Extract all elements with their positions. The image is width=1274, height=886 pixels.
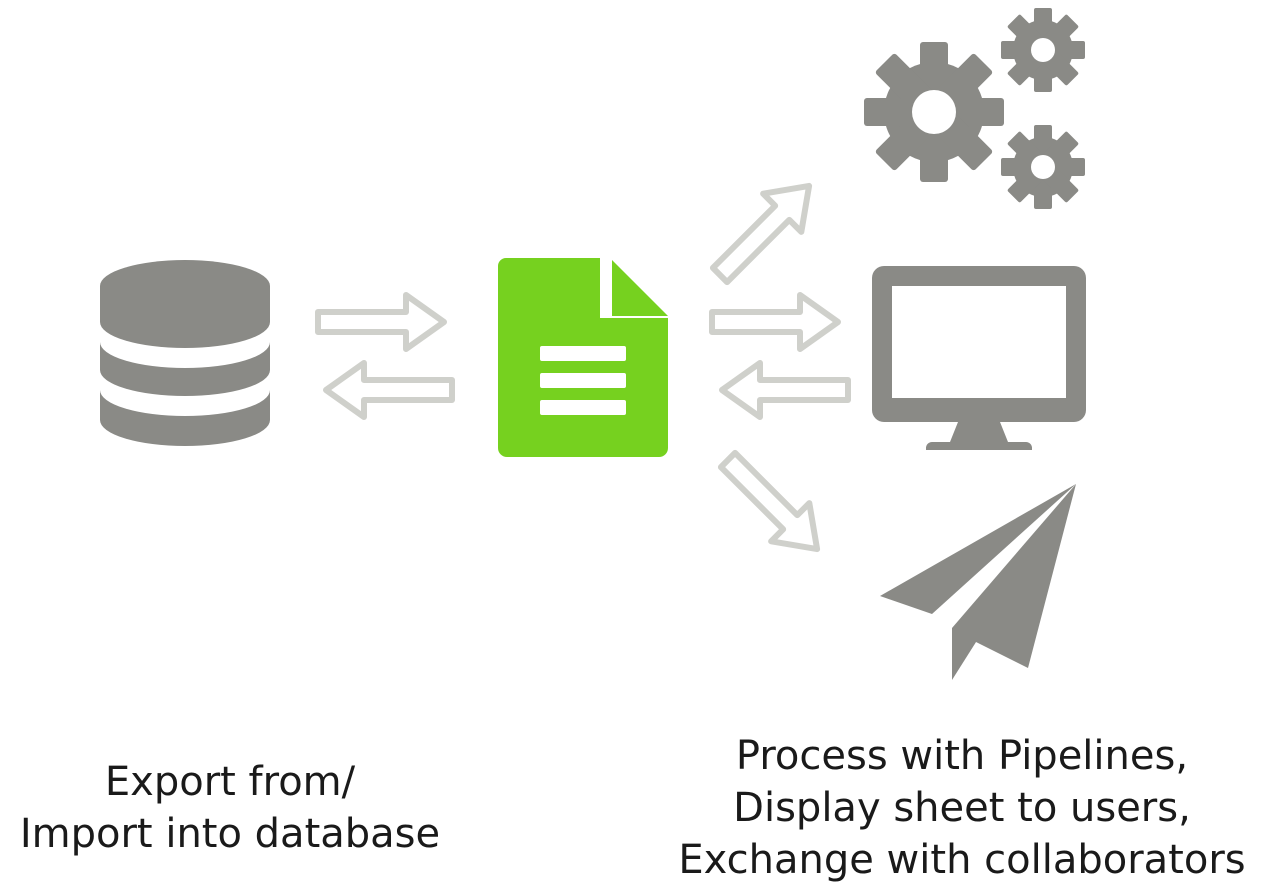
arrow-db-to-doc bbox=[318, 295, 444, 349]
caption-uses-line-3: Exchange with collaborators bbox=[678, 837, 1246, 883]
caption-database: Export from/ Import into database bbox=[0, 756, 460, 860]
gears-icon bbox=[864, 8, 1085, 209]
caption-database-line-1: Export from/ bbox=[104, 759, 356, 805]
monitor-icon bbox=[872, 266, 1086, 450]
caption-database-line-2: Import into database bbox=[19, 811, 441, 857]
caption-uses-line-2: Display sheet to users, bbox=[733, 785, 1191, 831]
arrow-doc-to-gears bbox=[701, 167, 828, 294]
paper-plane-icon bbox=[880, 484, 1076, 680]
arrow-doc-to-monitor bbox=[712, 295, 838, 349]
arrow-doc-to-plane bbox=[709, 441, 836, 568]
caption-uses-line-1: Process with Pipelines, bbox=[735, 733, 1189, 779]
caption-uses: Process with Pipelines, Display sheet to… bbox=[650, 730, 1274, 886]
spreadsheet-document-icon bbox=[498, 258, 668, 457]
arrow-doc-to-db bbox=[326, 363, 452, 417]
arrow-monitor-to-doc bbox=[722, 363, 848, 417]
database-icon bbox=[100, 260, 270, 446]
